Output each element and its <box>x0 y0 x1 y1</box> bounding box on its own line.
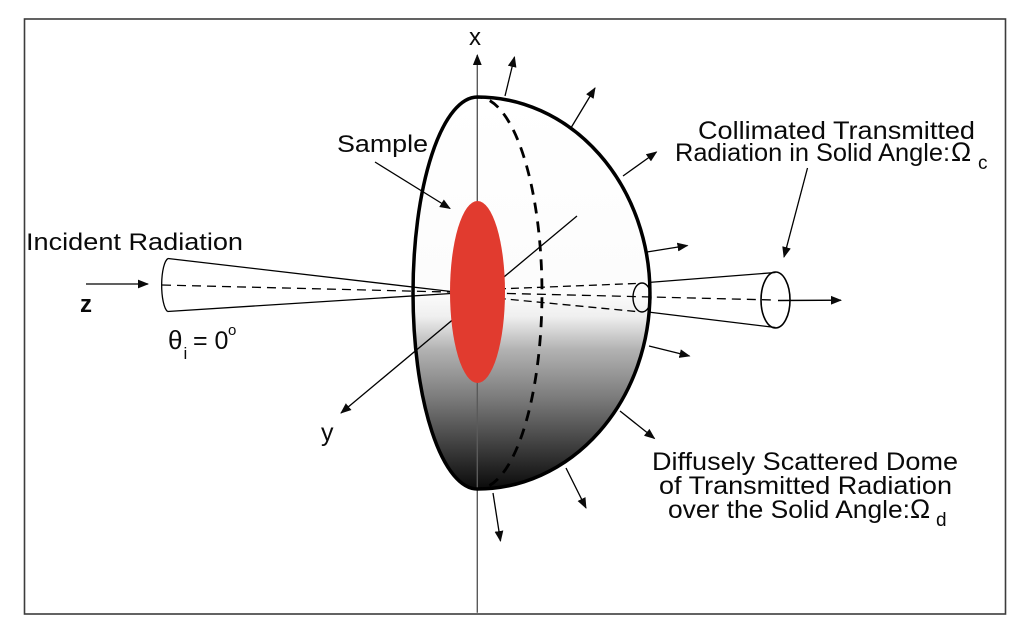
sample-label-arrow <box>374 161 451 210</box>
theta-subscript: i <box>184 344 188 363</box>
scatter-arrow-3 <box>622 151 658 177</box>
scatter-arrow-8 <box>492 492 504 542</box>
diffuse-label-line1: Diffusely Scattered Dome <box>652 448 958 476</box>
scatter-arrow-2 <box>570 87 596 128</box>
y-axis-label: y <box>321 419 334 447</box>
z-axis-label: z <box>80 291 92 318</box>
omega-d-subscript: d <box>936 510 947 531</box>
scatter-arrow-1 <box>504 56 517 97</box>
sample-label: Sample <box>337 131 428 158</box>
collimated-label-line1: Collimated Transmitted <box>698 117 975 145</box>
collimated-cone-top <box>647 271 776 284</box>
diffuse-dome-body <box>413 97 650 489</box>
theta-value: = 0 <box>193 327 228 355</box>
theta-symbol: θ <box>168 325 182 355</box>
dome-aperture-ellipse <box>632 282 652 313</box>
incident-radiation-label: Incident Radiation <box>26 229 243 256</box>
omega-d-symbol: Ω <box>910 494 930 524</box>
collimated-label-arrow <box>782 167 809 258</box>
omega-c-symbol: Ω <box>951 137 971 167</box>
scatter-arrow-4 <box>646 242 689 253</box>
collimated-label-line2: Radiation in Solid Angle: <box>675 139 950 167</box>
incident-cone-bottom <box>167 292 452 313</box>
scatter-arrow-6 <box>619 410 656 440</box>
x-axis-label: x <box>469 24 481 51</box>
sample-ellipse <box>450 201 505 383</box>
incident-cone-cap <box>161 257 169 313</box>
scatter-arrow-7 <box>565 467 587 509</box>
theta-degree: o <box>228 322 236 339</box>
diffuse-label-line3: over the Solid Angle: <box>668 496 910 524</box>
scatter-arrow-5 <box>648 345 691 358</box>
diffuse-label-line2: of Transmitted Radiation <box>659 472 952 500</box>
incident-cone-top <box>167 257 452 293</box>
dome-hidden-rim <box>477 95 544 491</box>
omega-c-subscript: c <box>978 153 988 174</box>
figure-border <box>23 18 1007 615</box>
scatter-arrows <box>492 56 691 542</box>
collimated-cone-bottom <box>647 311 776 329</box>
